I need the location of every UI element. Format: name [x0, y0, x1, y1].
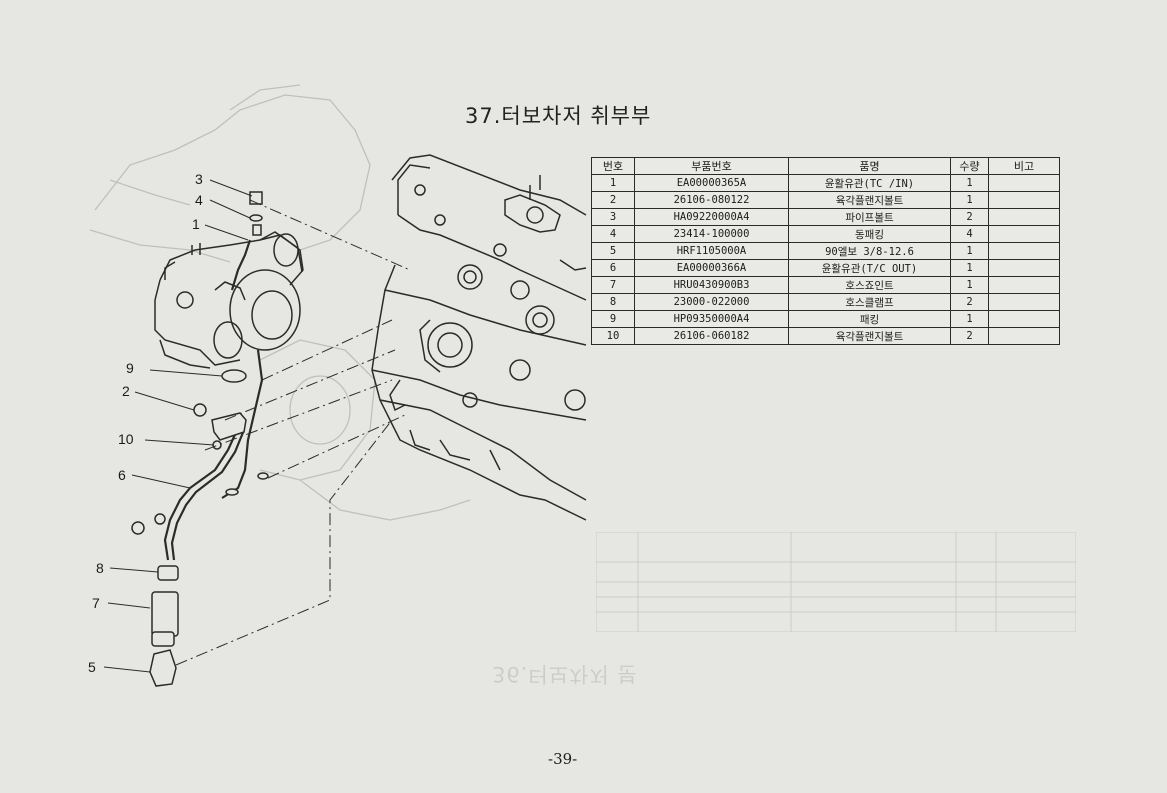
- cell-remarks: [988, 225, 1060, 243]
- parts-table-header: 번호 부품번호 품명 수량 비고: [591, 157, 1060, 175]
- cell-no: 10: [591, 327, 635, 345]
- callout-10: 10: [118, 431, 134, 447]
- cell-no: 3: [591, 208, 635, 226]
- cell-no: 6: [591, 259, 635, 277]
- cell-part-name: 호스죠인트: [788, 276, 951, 294]
- cell-remarks: [988, 259, 1060, 277]
- cell-no: 9: [591, 310, 635, 328]
- cell-no: 7: [591, 276, 635, 294]
- cell-remarks: [988, 208, 1060, 226]
- cell-no: 2: [591, 191, 635, 209]
- callout-4: 4: [195, 192, 203, 208]
- cell-remarks: [988, 276, 1060, 294]
- cell-part-number: HRF1105000A: [634, 242, 789, 260]
- page-title: 37.터보차저 취부부: [465, 104, 652, 128]
- cell-quantity: 1: [950, 310, 989, 328]
- callout-8: 8: [96, 560, 104, 576]
- cell-part-name: 호스클램프: [788, 293, 951, 311]
- callout-6: 6: [118, 467, 126, 483]
- cell-part-name: 윤활유관(TC /IN): [788, 174, 951, 192]
- cell-part-name: 90엘보 3/8-12.6: [788, 242, 951, 260]
- bleed-through-table: [596, 532, 1076, 632]
- cell-remarks: [988, 242, 1060, 260]
- header-quantity: 수량: [950, 157, 989, 175]
- cell-part-name: 육각플랜지볼트: [788, 327, 951, 345]
- cell-quantity: 1: [950, 174, 989, 192]
- cell-part-number: 23414-100000: [634, 225, 789, 243]
- cell-no: 5: [591, 242, 635, 260]
- cell-no: 4: [591, 225, 635, 243]
- cell-quantity: 4: [950, 225, 989, 243]
- bleed-through-title: 36.터보차저 분: [492, 662, 638, 686]
- header-remarks: 비고: [988, 157, 1060, 175]
- cell-part-number: 23000-022000: [634, 293, 789, 311]
- cell-quantity: 2: [950, 208, 989, 226]
- header-part-number: 부품번호: [634, 157, 789, 175]
- cell-remarks: [988, 174, 1060, 192]
- cell-quantity: 1: [950, 259, 989, 277]
- cell-part-name: 동패킹: [788, 225, 951, 243]
- cell-part-name: 육각플랜지볼트: [788, 191, 951, 209]
- cell-part-number: HRU0430900B3: [634, 276, 789, 294]
- cell-remarks: [988, 191, 1060, 209]
- cell-part-number: 26106-060182: [634, 327, 789, 345]
- callout-2: 2: [122, 383, 130, 399]
- callout-5: 5: [88, 659, 96, 675]
- cell-quantity: 1: [950, 242, 989, 260]
- callout-1: 1: [192, 216, 200, 232]
- cell-part-number: 26106-080122: [634, 191, 789, 209]
- callout-9: 9: [126, 360, 134, 376]
- cell-remarks: [988, 327, 1060, 345]
- cell-no: 1: [591, 174, 635, 192]
- cell-remarks: [988, 293, 1060, 311]
- callout-7: 7: [92, 595, 100, 611]
- header-part-name: 품명: [788, 157, 951, 175]
- page-number: -39-: [548, 750, 578, 768]
- cell-quantity: 2: [950, 327, 989, 345]
- cell-part-number: HA09220000A4: [634, 208, 789, 226]
- cell-part-name: 패킹: [788, 310, 951, 328]
- header-no: 번호: [591, 157, 635, 175]
- cell-remarks: [988, 310, 1060, 328]
- callout-3: 3: [195, 171, 203, 187]
- cell-quantity: 2: [950, 293, 989, 311]
- cell-part-number: HP09350000A4: [634, 310, 789, 328]
- cell-quantity: 1: [950, 191, 989, 209]
- cell-quantity: 1: [950, 276, 989, 294]
- cell-part-name: 윤활유관(T/C OUT): [788, 259, 951, 277]
- cell-part-name: 파이프볼트: [788, 208, 951, 226]
- cell-no: 8: [591, 293, 635, 311]
- cell-part-number: EA00000366A: [634, 259, 789, 277]
- cell-part-number: EA00000365A: [634, 174, 789, 192]
